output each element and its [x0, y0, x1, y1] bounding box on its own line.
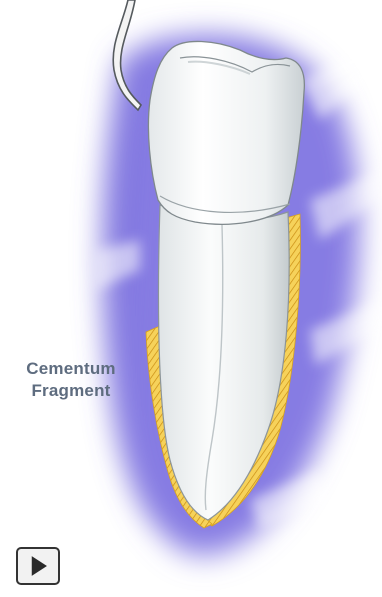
label-line-2: Fragment: [6, 380, 136, 402]
cementum-fragment-label: Cementum Fragment: [6, 358, 136, 402]
play-button[interactable]: [16, 547, 60, 585]
label-line-1: Cementum: [6, 358, 136, 380]
tooth-crown: [148, 41, 304, 224]
play-icon: [18, 549, 58, 583]
